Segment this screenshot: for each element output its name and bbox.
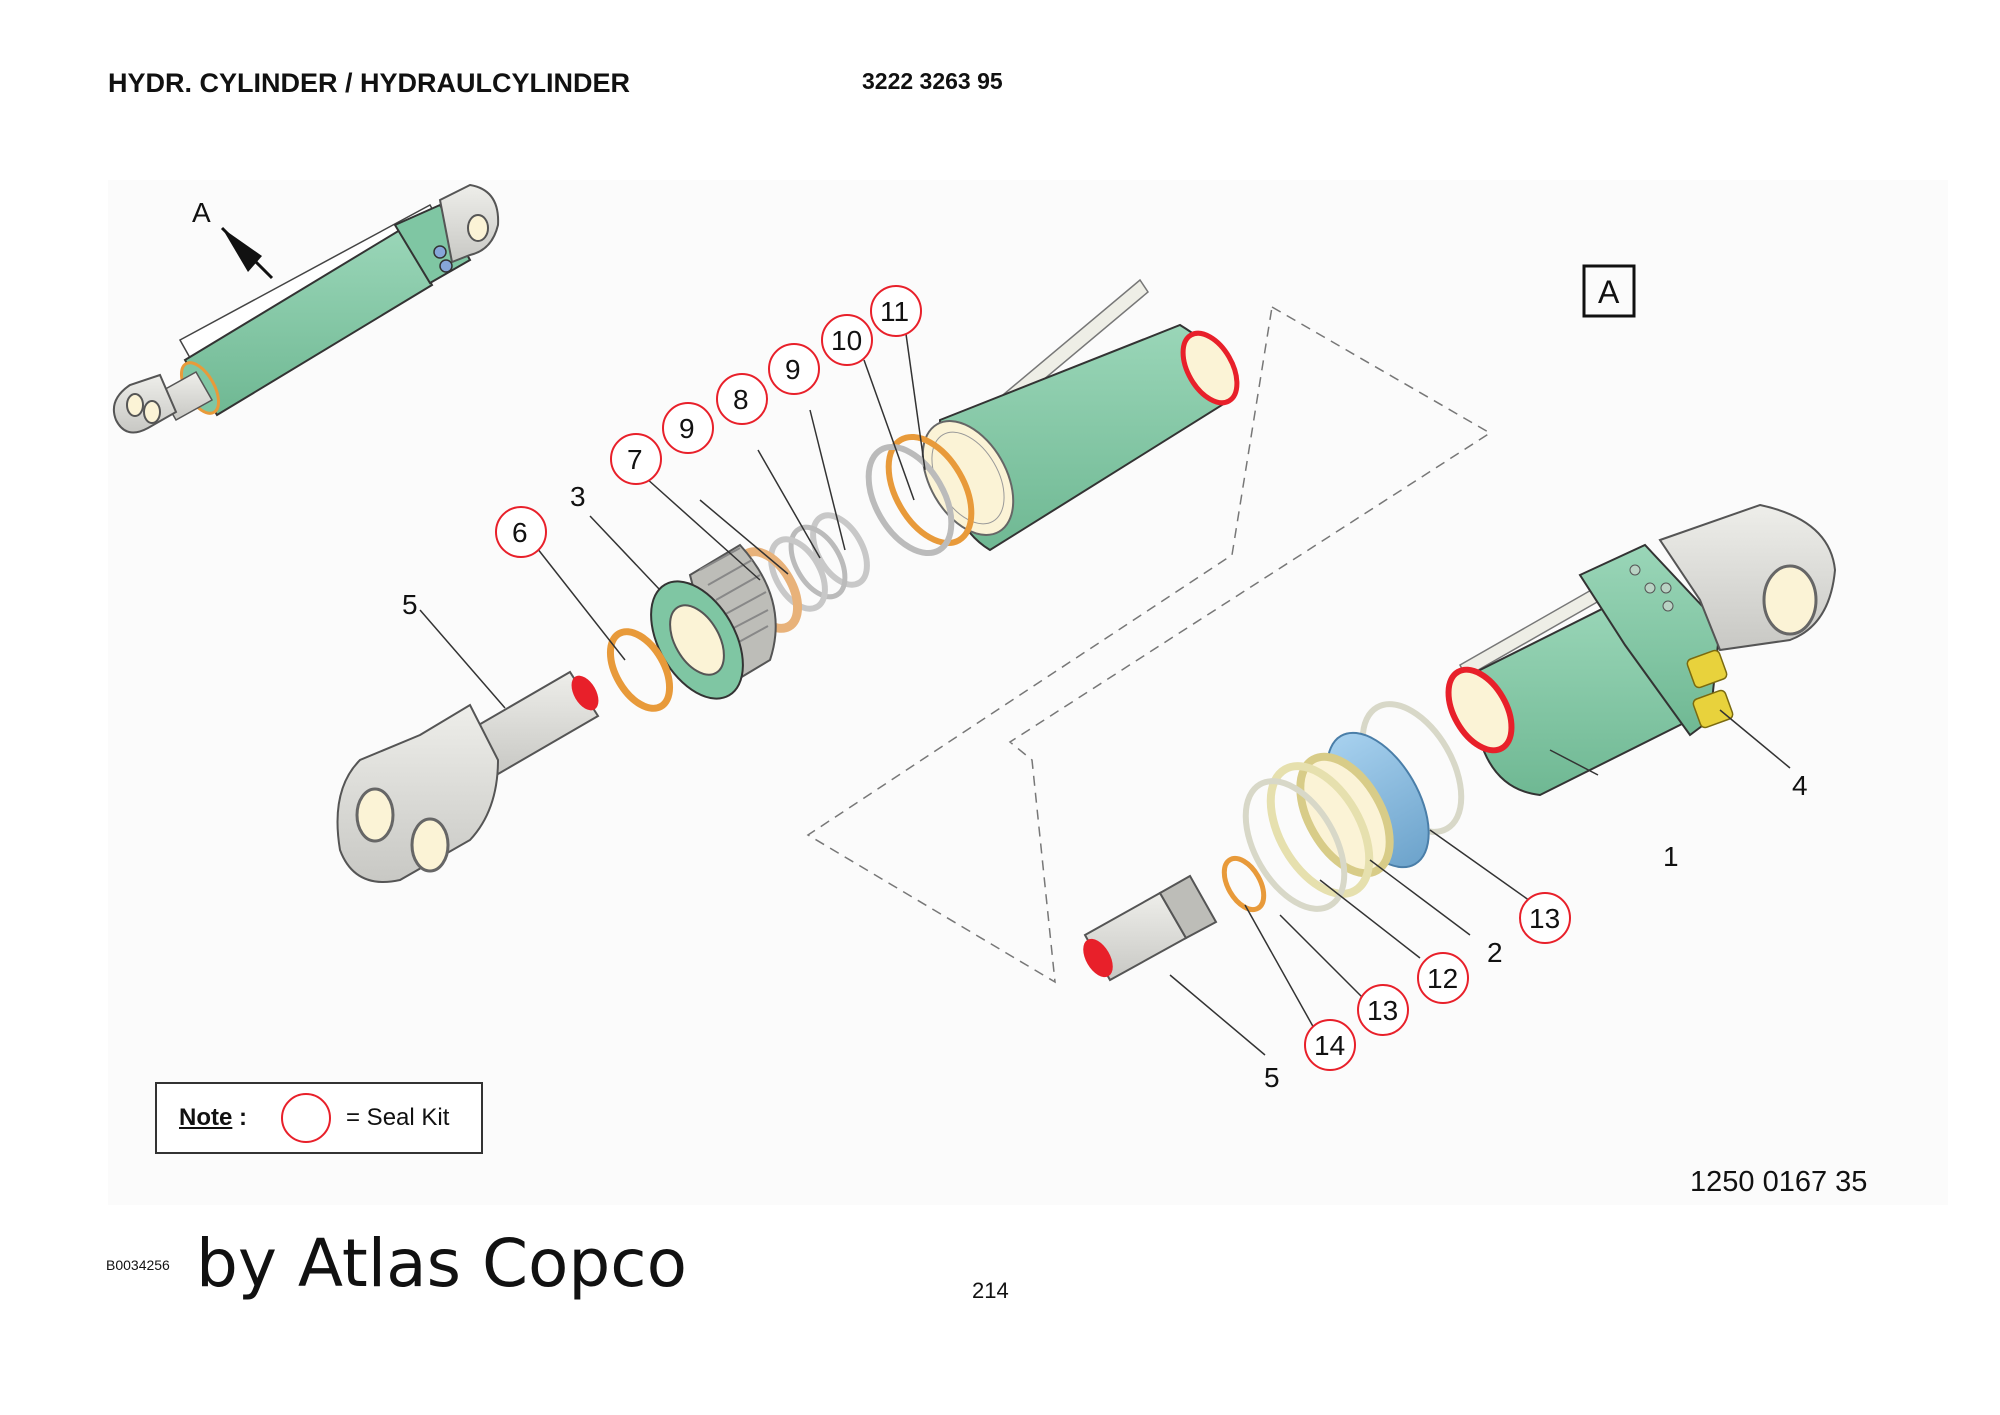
callout-5b: 5 xyxy=(1264,1062,1280,1093)
svg-text:12: 12 xyxy=(1427,963,1458,994)
callout-5a: 5 xyxy=(402,589,418,620)
part-number: 3222 3263 95 xyxy=(862,68,1003,94)
piston-rod-clevis xyxy=(336,670,600,883)
seal-ring-6 xyxy=(606,628,674,712)
note-label: Note : xyxy=(179,1104,248,1131)
callout-11: 11 xyxy=(870,285,922,337)
callout-9a: 9 xyxy=(662,402,714,454)
seal-kit-circle-icon xyxy=(281,1093,331,1143)
seal-ring-11 xyxy=(885,433,975,547)
svg-text:13: 13 xyxy=(1529,903,1560,934)
callout-9b: 9 xyxy=(768,343,820,395)
svg-text:14: 14 xyxy=(1314,1030,1345,1061)
seal-ring-8 xyxy=(788,524,848,600)
page-number: 214 xyxy=(972,1278,1009,1303)
callout-8: 8 xyxy=(716,373,768,425)
dashed-assembly-outline xyxy=(806,305,1492,984)
cylinder-tube xyxy=(921,278,1240,552)
seal-ring-9b xyxy=(810,512,870,588)
seal-ring-13b xyxy=(1242,778,1348,912)
seal-ring-10 xyxy=(865,443,955,557)
callout-13b: 13 xyxy=(1357,984,1409,1036)
svg-text:6: 6 xyxy=(512,517,528,548)
callout-14: 14 xyxy=(1304,1019,1356,1071)
overview-label: A xyxy=(192,197,211,228)
callout-7: 7 xyxy=(610,433,662,485)
seal-kit-note: Note : = Seal Kit xyxy=(155,1082,483,1154)
cylinder-body xyxy=(1445,503,1837,797)
overview-cylinder: A xyxy=(112,183,500,434)
svg-text:7: 7 xyxy=(627,444,643,475)
seal-ring-9a xyxy=(768,536,828,612)
detail-view-label-box: A xyxy=(1582,264,1636,318)
detail-view-label: A xyxy=(1598,274,1620,310)
note-text: = Seal Kit xyxy=(346,1104,450,1131)
seal-ring-14 xyxy=(1221,855,1267,913)
svg-text:11: 11 xyxy=(880,296,909,327)
callout-12: 12 xyxy=(1417,952,1469,1004)
piston-rod-end xyxy=(1083,874,1218,982)
svg-text:9: 9 xyxy=(785,354,801,385)
callout-4: 4 xyxy=(1792,770,1808,801)
leader-lines xyxy=(419,333,1791,1056)
svg-text:13: 13 xyxy=(1367,995,1398,1026)
callout-1: 1 xyxy=(1663,841,1679,872)
svg-text:8: 8 xyxy=(733,384,749,415)
svg-text:9: 9 xyxy=(679,413,695,444)
cylinder-head xyxy=(650,543,777,700)
callout-6: 6 xyxy=(495,506,547,558)
callout-3: 3 xyxy=(570,481,586,512)
callout-10: 10 xyxy=(821,314,873,366)
callout-2: 2 xyxy=(1487,937,1503,968)
page-title: HYDR. CYLINDER / HYDRAULCYLINDER xyxy=(108,68,631,98)
seal-ring-12 xyxy=(1266,762,1374,898)
image-code: B0034256 xyxy=(106,1257,170,1273)
svg-text:10: 10 xyxy=(831,325,862,356)
callout-13a: 13 xyxy=(1519,892,1571,944)
figure-number: 1250 0167 35 xyxy=(1690,1166,1868,1198)
by-line: by Atlas Copco xyxy=(196,1225,687,1302)
